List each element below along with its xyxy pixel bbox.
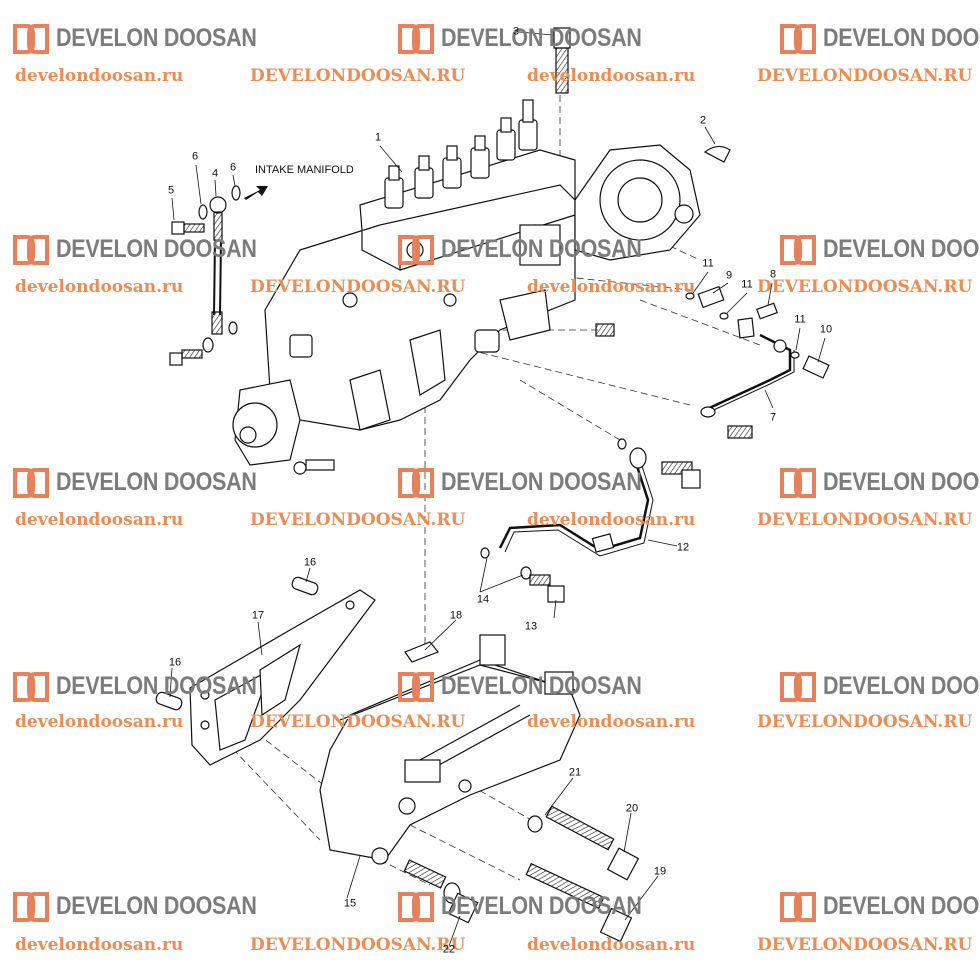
callout-20: 20 — [625, 802, 639, 815]
intake-manifold-note: INTAKE MANIFOLD — [255, 164, 354, 176]
watermark-brand: DEVELON DOOSAN — [823, 468, 980, 496]
callout-1: 1 — [374, 131, 382, 144]
watermark-url: develondoosan.ru — [15, 510, 184, 530]
arrow-intake — [244, 186, 268, 200]
watermark-brand: DEVELON DOOSAN — [823, 892, 980, 920]
callout-11-b: 11 — [741, 278, 753, 291]
watermark-url: DEVELONDOOSAN.RU — [757, 712, 973, 732]
watermark-brand: DEVELON DOOSAN — [441, 468, 642, 496]
watermark-url: DEVELONDOOSAN.RU — [757, 66, 973, 86]
watermark-url: DEVELONDOOSAN.RU — [250, 277, 466, 297]
callout-18: 18 — [449, 609, 463, 622]
watermark-brand: DEVELON DOOSAN — [823, 24, 980, 52]
part-17-plate — [155, 576, 376, 766]
watermark-url: DEVELONDOOSAN.RU — [250, 712, 466, 732]
watermark-brand: DEVELON DOOSAN — [56, 468, 257, 496]
part-12-pipe — [480, 438, 701, 603]
injection-pump — [232, 99, 701, 475]
callout-4: 4 — [211, 167, 219, 180]
callout-5: 5 — [167, 184, 175, 197]
watermark-url: develondoosan.ru — [527, 935, 696, 955]
watermark-brand: DEVELON DOOSAN — [441, 235, 642, 263]
callout-14: 14 — [476, 593, 490, 606]
callout-16: 16 — [303, 556, 317, 569]
callout-11-c: 11 — [794, 313, 806, 326]
callout-11: 11 — [702, 257, 714, 270]
callout-22: 22 — [442, 943, 456, 956]
callout-lines — [169, 31, 826, 947]
callout-19: 19 — [653, 865, 667, 878]
callout-3: 3 — [512, 25, 520, 38]
watermark-brand: DEVELON DOOSAN — [823, 672, 980, 700]
callout-9: 9 — [725, 269, 733, 282]
part-15-bracket — [319, 634, 581, 865]
part-2-key — [703, 145, 731, 163]
part-3-bolt — [553, 27, 571, 94]
watermark-url: develondoosan.ru — [527, 66, 696, 86]
watermark-url: develondoosan.ru — [15, 712, 184, 732]
watermark-url: DEVELONDOOSAN.RU — [250, 935, 466, 955]
watermark-url: develondoosan.ru — [15, 935, 184, 955]
callout-21: 21 — [568, 766, 582, 779]
watermark-url: DEVELONDOOSAN.RU — [250, 510, 466, 530]
callout-16-b: 16 — [168, 656, 182, 669]
watermark-url: develondoosan.ru — [15, 277, 184, 297]
part-18-pad — [404, 641, 439, 663]
callout-12: 12 — [676, 541, 690, 554]
part-7-pipe — [595, 285, 830, 439]
callout-15: 15 — [343, 897, 357, 910]
watermark-brand: DEVELON DOOSAN — [56, 24, 257, 52]
callout-10: 10 — [819, 323, 833, 336]
leader-lines — [209, 95, 761, 886]
watermark-url: develondoosan.ru — [527, 277, 696, 297]
watermark-url: DEVELONDOOSAN.RU — [757, 510, 973, 530]
watermark-url: DEVELONDOOSAN.RU — [757, 277, 973, 297]
watermark-url: develondoosan.ru — [15, 66, 184, 86]
watermark-brand: DEVELON DOOSAN — [441, 24, 642, 52]
callout-17: 17 — [251, 609, 265, 622]
callout-6: 6 — [191, 150, 199, 163]
bolts-lower — [403, 805, 640, 943]
watermark-logo-marks — [13, 24, 816, 922]
watermark-brand: DEVELON DOOSAN — [56, 235, 257, 263]
oil-feed-pipe — [169, 185, 241, 366]
watermark-brand: DEVELON DOOSAN — [441, 672, 642, 700]
watermark-url: DEVELONDOOSAN.RU — [757, 935, 973, 955]
watermark-brand: DEVELON DOOSAN — [56, 892, 257, 920]
callout-2: 2 — [699, 114, 707, 127]
callout-7: 7 — [769, 411, 777, 424]
callout-8: 8 — [769, 268, 777, 281]
callout-6-b: 6 — [229, 161, 237, 174]
delivery-valves — [384, 99, 538, 209]
watermark-url: DEVELONDOOSAN.RU — [250, 66, 466, 86]
callout-13: 13 — [524, 620, 538, 633]
watermark-brand: DEVELON DOOSAN — [56, 672, 257, 700]
watermark-brand: DEVELON DOOSAN — [823, 235, 980, 263]
watermark-brand: DEVELON DOOSAN — [441, 892, 642, 920]
watermark-url: develondoosan.ru — [527, 712, 696, 732]
watermark-url: develondoosan.ru — [527, 510, 696, 530]
